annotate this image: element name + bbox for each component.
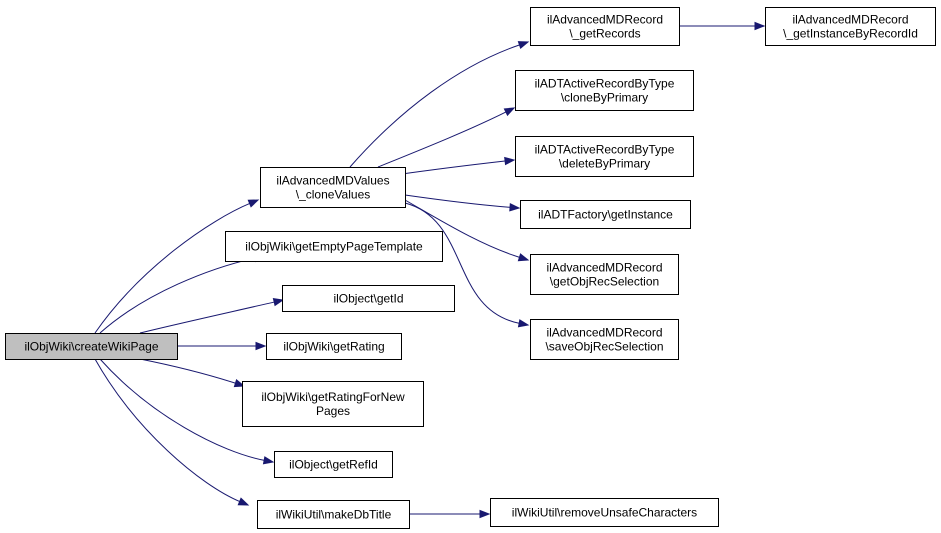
edge-cloneValues-to-saveObjRecSelection [404,202,530,328]
node-label: \cloneByPrimary [561,91,648,105]
node-deleteByPrimary[interactable]: ilADTActiveRecordByType\deleteByPrimary [515,136,694,177]
node-cloneValues[interactable]: ilAdvancedMDValues\_cloneValues [260,167,406,208]
node-label: ilAdvancedMDValues [276,174,389,188]
arrowhead [509,203,521,212]
node-getId[interactable]: ilObject\getId [282,285,455,312]
node-box [530,7,680,46]
edge-createWikiPage-to-getEmptyPageTemplate [99,253,266,334]
node-box [242,381,424,427]
node-label: ilWikiUtil\makeDbTitle [276,508,392,522]
edge-createWikiPage-to-cloneValues [94,199,260,334]
node-label: \getObjRecSelection [550,275,659,289]
node-label: ilObject\getId [333,292,403,306]
arrowhead [517,41,530,50]
arrowhead [262,456,275,465]
edge-createWikiPage-to-getId [139,297,285,334]
node-label: ilADTFactory\getInstance [538,208,673,222]
node-getObjRecSelection[interactable]: ilAdvancedMDRecord\getObjRecSelection [530,254,679,295]
arrowhead [754,21,766,31]
edge-cloneValues-to-cloneByPrimary [377,107,516,168]
arrowhead [247,199,260,208]
edge-createWikiPage-to-getRating [177,341,267,351]
node-label: ilADTActiveRecordByType [535,77,675,91]
edge-createWikiPage-to-makeDbTitle [94,358,250,506]
node-removeUnsafeCharacters[interactable]: ilWikiUtil\removeUnsafeCharacters [490,498,719,527]
edge-createWikiPage-to-getRatingForNewPages [139,358,246,388]
node-box [282,285,455,312]
arrowhead [479,509,491,519]
node-label: ilWikiUtil\removeUnsafeCharacters [512,506,697,520]
nodes-layer: ilObjWiki\createWikiPage ilAdvancedMDValu… [5,7,936,529]
node-label: \deleteByPrimary [559,157,650,171]
edge-line [404,202,521,324]
node-box [530,254,679,295]
node-label: ilObject\getRefId [289,458,378,472]
arrowhead [503,107,516,117]
edge-line [349,44,521,168]
node-label: \saveObjRecSelection [545,340,663,354]
edge-line [139,301,276,334]
node-getInstanceByRecordId[interactable]: ilAdvancedMDRecord\_getInstanceByRecordI… [765,7,936,46]
node-getRating[interactable]: ilObjWiki\getRating [266,333,402,360]
arrowhead [504,156,516,166]
node-box [520,200,691,229]
node-label: ilObjWiki\getRatingForNew [261,390,405,404]
node-label: \_getRecords [569,27,640,41]
arrowhead [233,379,246,388]
arrowhead [272,297,285,307]
arrowhead [517,319,530,328]
node-box [257,500,410,529]
edge-line [404,194,512,208]
node-label: ilADTActiveRecordByType [535,143,675,157]
node-box [274,451,393,478]
node-label: ilAdvancedMDRecord [546,326,662,340]
node-label: Pages [316,404,350,418]
edge-line [99,257,257,334]
node-label: ilObjWiki\getRating [283,340,384,354]
node-box [266,333,402,360]
edge-cloneValues-to-getRecords [349,41,530,168]
node-box [260,167,406,208]
node-createWikiPage[interactable]: ilObjWiki\createWikiPage [5,333,178,360]
edge-line [377,111,508,168]
node-box [515,70,694,111]
node-box [515,136,694,177]
edge-line [99,358,266,461]
edge-createWikiPage-to-getRefId [99,358,275,465]
node-box [225,231,443,262]
edge-line [94,358,241,503]
edge-getRecords-to-getInstanceByRecordId [679,21,766,31]
node-box [490,498,719,527]
node-saveObjRecSelection[interactable]: ilAdvancedMDRecord\saveObjRecSelection [530,319,679,360]
node-label: ilAdvancedMDRecord [546,261,662,275]
node-getEmptyPageTemplate[interactable]: ilObjWiki\getEmptyPageTemplate [225,231,443,262]
node-label: ilObjWiki\createWikiPage [24,340,158,354]
edge-line [394,160,507,176]
node-getRecords[interactable]: ilAdvancedMDRecord\_getRecords [530,7,680,46]
node-label: \_cloneValues [296,188,371,202]
edge-makeDbTitle-to-removeUnsafeCharacters [408,509,491,519]
node-getRefId[interactable]: ilObject\getRefId [274,451,393,478]
node-box [765,7,936,46]
arrowhead [517,253,530,262]
node-makeDbTitle[interactable]: ilWikiUtil\makeDbTitle [257,500,410,529]
edge-line [139,358,237,384]
node-label: ilAdvancedMDRecord [547,13,663,27]
edge-line [94,202,251,334]
edge-cloneValues-to-getInstance [404,194,521,212]
node-box [530,319,679,360]
arrowhead [237,497,250,506]
arrowhead [255,341,267,351]
node-box [5,333,178,360]
edge-cloneValues-to-deleteByPrimary [394,156,516,176]
node-label: ilAdvancedMDRecord [792,13,908,27]
node-label: \_getInstanceByRecordId [783,27,918,41]
node-getInstance[interactable]: ilADTFactory\getInstance [520,200,691,229]
node-label: ilObjWiki\getEmptyPageTemplate [245,240,423,254]
node-cloneByPrimary[interactable]: ilADTActiveRecordByType\cloneByPrimary [515,70,694,111]
